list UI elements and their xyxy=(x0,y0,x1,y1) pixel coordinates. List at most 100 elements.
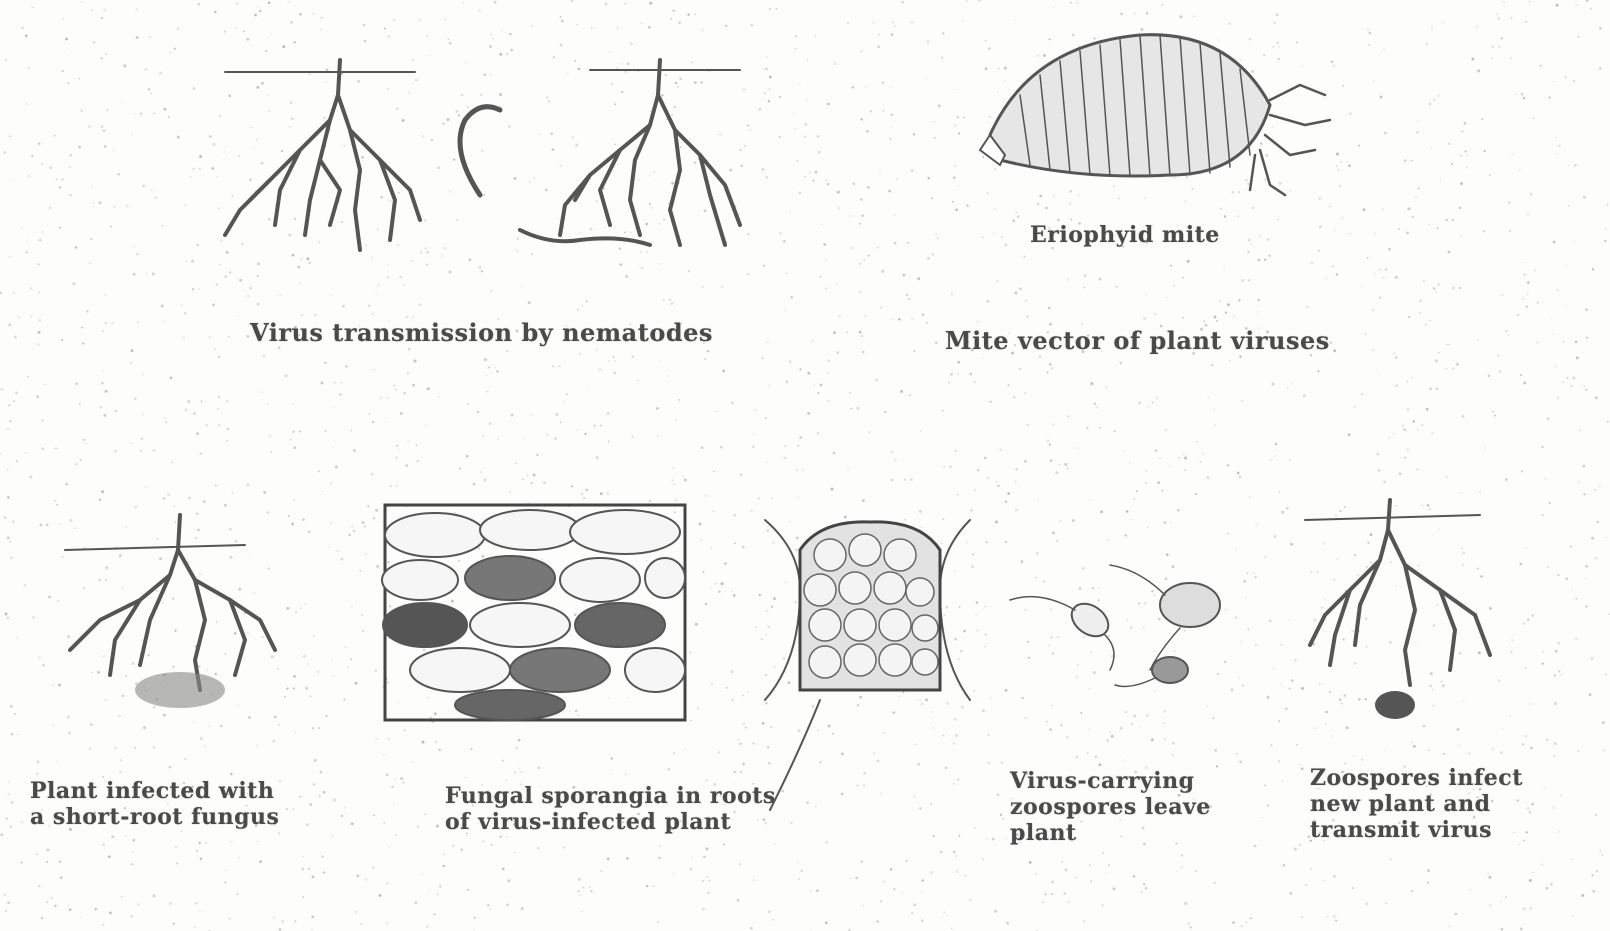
speckle xyxy=(1187,260,1190,263)
speckle xyxy=(59,860,62,863)
speckle xyxy=(209,336,211,338)
speckle xyxy=(1208,397,1209,398)
speckle xyxy=(140,112,143,115)
speckle xyxy=(1395,356,1398,359)
speckle xyxy=(422,741,425,744)
speckle xyxy=(1388,248,1391,251)
speckle xyxy=(1568,165,1569,166)
speckle xyxy=(1459,287,1461,289)
speckle xyxy=(646,885,648,887)
speckle xyxy=(214,348,216,350)
speckle xyxy=(226,400,228,402)
speckle xyxy=(38,331,41,334)
speckle xyxy=(734,542,736,544)
speckle xyxy=(610,770,612,772)
speckle xyxy=(743,695,745,697)
speckle xyxy=(955,450,957,452)
speckle xyxy=(917,277,920,280)
speckle xyxy=(1255,524,1257,526)
speckle xyxy=(827,183,830,186)
speckle xyxy=(1364,333,1366,335)
speckle xyxy=(670,18,672,20)
speckle xyxy=(957,361,960,364)
speckle xyxy=(9,256,11,258)
speckle xyxy=(500,836,502,838)
speckle xyxy=(359,570,361,572)
speckle xyxy=(834,62,837,65)
speckle xyxy=(1567,377,1569,379)
caption-mite-vector: Mite vector of plant viruses xyxy=(945,326,1330,355)
speckle xyxy=(656,407,659,410)
speckle xyxy=(299,431,301,433)
speckle xyxy=(1090,880,1092,882)
speckle xyxy=(1368,44,1369,45)
speckle xyxy=(24,584,26,586)
speckle xyxy=(1438,352,1440,354)
speckle xyxy=(424,814,425,815)
speckle xyxy=(351,822,354,825)
speckle xyxy=(259,860,262,863)
speckle xyxy=(383,822,385,824)
speckle xyxy=(257,303,260,306)
speckle xyxy=(37,760,40,763)
speckle xyxy=(851,247,853,249)
speckle xyxy=(675,419,677,421)
caption-virus-zoospores-line1: Virus-carrying xyxy=(1010,768,1211,794)
speckle xyxy=(994,910,997,913)
speckle xyxy=(11,733,13,735)
speckle xyxy=(560,44,563,47)
speckle xyxy=(1246,572,1248,574)
speckle xyxy=(1273,535,1276,538)
speckle xyxy=(1393,353,1394,354)
speckle xyxy=(1283,864,1285,866)
speckle xyxy=(1555,137,1556,138)
speckle xyxy=(26,251,28,253)
speckle xyxy=(467,889,469,891)
speckle xyxy=(375,670,377,672)
speckle xyxy=(136,36,139,39)
speckle xyxy=(1404,457,1406,459)
speckle xyxy=(753,434,755,436)
speckle xyxy=(986,839,987,840)
speckle xyxy=(1501,37,1503,39)
speckle xyxy=(561,20,564,23)
speckle xyxy=(181,831,182,832)
speckle xyxy=(109,911,112,914)
speckle xyxy=(1206,476,1209,479)
speckle xyxy=(1047,439,1050,442)
speckle xyxy=(927,177,929,179)
speckle xyxy=(230,773,233,776)
speckle xyxy=(1257,311,1259,313)
speckle xyxy=(983,859,985,861)
speckle xyxy=(1361,285,1362,286)
speckle xyxy=(199,842,201,844)
speckle xyxy=(1019,368,1022,371)
speckle xyxy=(1146,12,1148,14)
speckle xyxy=(321,381,324,384)
speckle xyxy=(285,374,288,377)
speckle xyxy=(825,180,826,181)
speckle xyxy=(609,754,610,755)
speckle xyxy=(196,850,198,852)
speckle xyxy=(1379,296,1381,298)
speckle xyxy=(1384,132,1387,135)
speckle xyxy=(108,855,111,858)
speckle xyxy=(345,365,347,367)
speckle xyxy=(949,465,952,468)
caption-plant-infected-line1: Plant infected with xyxy=(30,778,279,804)
speckle xyxy=(487,391,488,392)
speckle xyxy=(1106,872,1107,873)
speckle xyxy=(491,291,493,293)
speckle xyxy=(1576,357,1579,360)
speckle xyxy=(581,493,583,495)
speckle xyxy=(1526,831,1528,833)
speckle xyxy=(1469,889,1470,890)
speckle xyxy=(380,397,382,399)
speckle xyxy=(196,432,199,435)
speckle xyxy=(1065,868,1068,871)
speckle xyxy=(49,166,52,169)
speckle xyxy=(7,469,9,471)
speckle xyxy=(145,68,148,71)
speckle xyxy=(10,825,13,828)
speckle xyxy=(891,479,894,482)
